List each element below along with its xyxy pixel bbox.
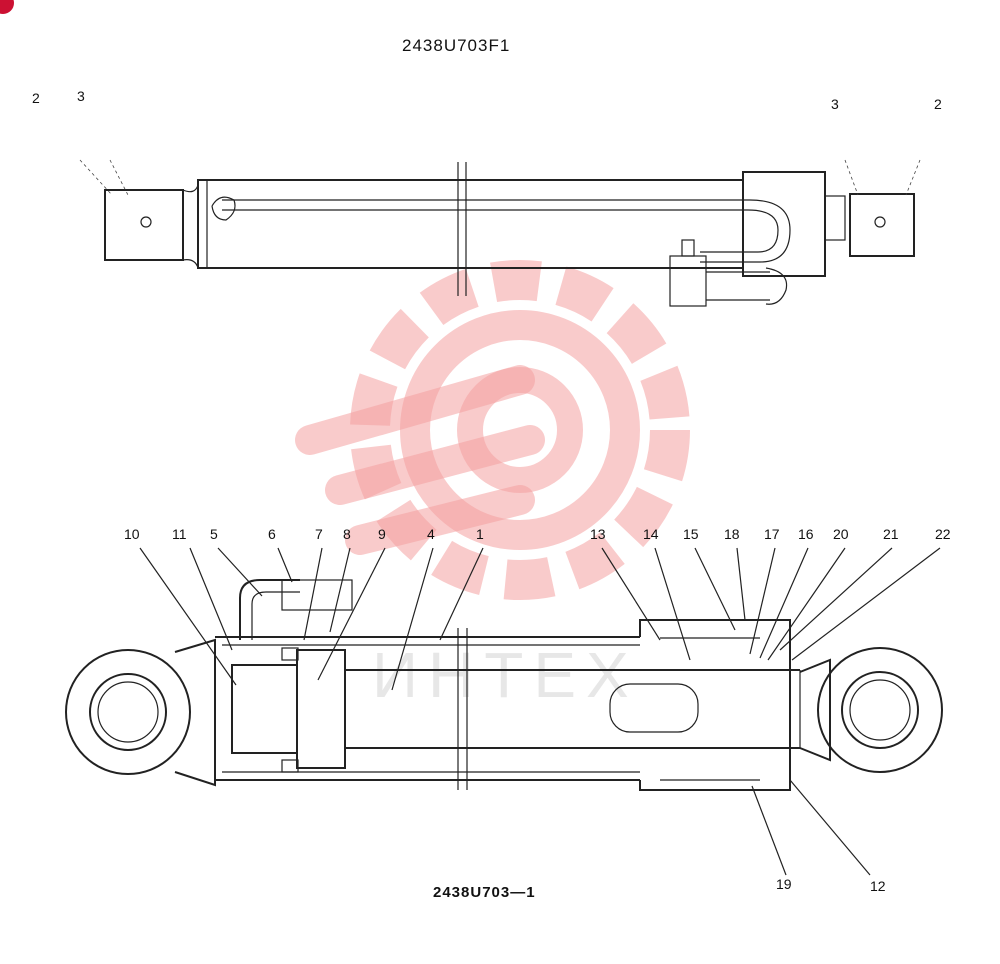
drawing-title-bottom: 2438U703—1 bbox=[433, 884, 536, 901]
part-label-17: 17 bbox=[764, 526, 780, 542]
part-label-20: 20 bbox=[833, 526, 849, 542]
part-label-18: 18 bbox=[724, 526, 740, 542]
part-label-2-right: 2 bbox=[934, 96, 942, 112]
part-label-15: 15 bbox=[683, 526, 699, 542]
part-label-9: 9 bbox=[378, 526, 386, 542]
part-label-8: 8 bbox=[343, 526, 351, 542]
part-label-6: 6 bbox=[268, 526, 276, 542]
part-label-7: 7 bbox=[315, 526, 323, 542]
part-label-2-left: 2 bbox=[32, 90, 40, 106]
drawing-title-top: 2438U703F1 bbox=[402, 36, 511, 55]
part-label-3-right: 3 bbox=[831, 96, 839, 112]
part-label-19: 19 bbox=[776, 876, 792, 892]
bottom-view bbox=[65, 547, 943, 876]
part-label-10: 10 bbox=[124, 526, 140, 542]
part-label-5: 5 bbox=[210, 526, 218, 542]
part-label-4: 4 bbox=[427, 526, 435, 542]
part-label-11: 11 bbox=[172, 526, 187, 542]
part-label-21: 21 bbox=[883, 526, 899, 542]
top-view bbox=[79, 159, 921, 307]
part-label-12: 12 bbox=[870, 878, 886, 894]
part-label-13: 13 bbox=[590, 526, 606, 542]
part-label-1: 1 bbox=[476, 526, 484, 542]
part-label-22: 22 bbox=[935, 526, 951, 542]
watermark-text: ИНТЕХ bbox=[372, 639, 639, 711]
part-label-16: 16 bbox=[798, 526, 814, 542]
corner-mark bbox=[0, 0, 14, 14]
part-label-3-left: 3 bbox=[77, 88, 85, 104]
part-label-14: 14 bbox=[643, 526, 659, 542]
